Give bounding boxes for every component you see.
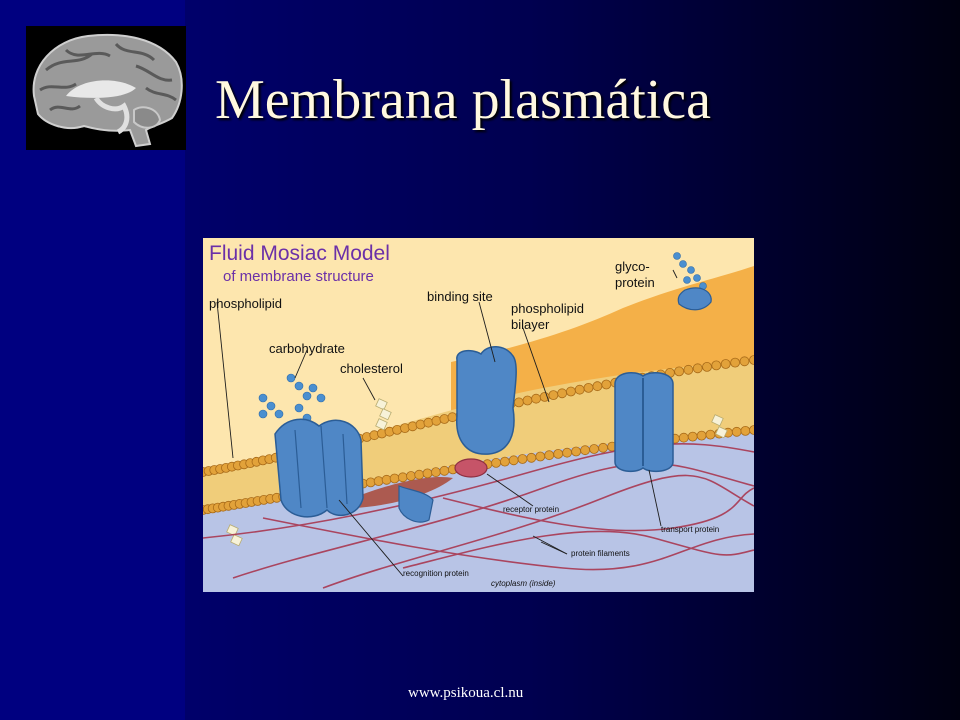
phospholipid-head [678, 432, 689, 443]
phospholipid-head [683, 364, 694, 375]
phospholipid-head [415, 419, 426, 430]
slide-title: Membrana plasmática [215, 69, 712, 131]
label-phospholipid: phospholipid [209, 296, 283, 311]
phospholipid-head [365, 477, 376, 488]
label-recognition-protein: recognition protein [403, 569, 469, 578]
label-cytoplasm: cytoplasm (inside) [491, 579, 556, 588]
phospholipid-head [705, 429, 716, 440]
label-receptor-protein: receptor protein [503, 505, 560, 514]
phospholipid-head [571, 446, 582, 457]
phospholipid-head [731, 426, 742, 437]
phospholipid-head [687, 431, 698, 442]
phospholipid-head [381, 474, 392, 485]
phospholipid-head [406, 471, 416, 481]
phospholipid-head [720, 359, 731, 369]
phospholipid-head [407, 421, 418, 432]
label-glycoprotein-line2: protein [615, 275, 655, 290]
label-carbohydrate: carbohydrate [269, 341, 345, 356]
phospholipid-head [544, 450, 555, 461]
phospholipid-head [583, 382, 594, 393]
phospholipid-head [730, 357, 740, 368]
phospholipid-head [739, 356, 750, 367]
label-glycoprotein-line1: glyco- [615, 259, 650, 274]
phospholipid-head [531, 393, 542, 404]
phospholipid-head [749, 355, 754, 365]
label-binding-site: binding site [427, 289, 493, 304]
phospholipid-head [535, 451, 546, 462]
phospholipid-head [517, 454, 528, 464]
phospholipid-head [397, 472, 408, 483]
label-phospholipid-bilayer-line1: phospholipid [511, 301, 585, 316]
label-phospholipid-bilayer-line2: bilayer [511, 317, 550, 332]
phospholipid-head [526, 452, 537, 463]
phospholipid-head [692, 363, 703, 374]
label-transport-protein: transport protein [661, 525, 720, 534]
phospholipid-head [389, 473, 400, 484]
phospholipid-head [414, 469, 425, 480]
phospholipid-head [553, 448, 564, 459]
figure-subtitle: of membrane structure [223, 268, 374, 285]
label-protein-filaments: protein filaments [571, 549, 630, 558]
phospholipid-head [740, 425, 751, 436]
phospholipid-head [422, 468, 433, 479]
phospholipid-head [491, 457, 502, 468]
phospholipid-head [574, 384, 585, 395]
phospholipid-head [565, 386, 576, 397]
phospholipid-head [580, 445, 591, 456]
phospholipid-head [447, 412, 458, 423]
phospholipid-head [439, 414, 450, 424]
phospholipid-head [674, 366, 685, 377]
phospholipid-head [373, 476, 384, 487]
phospholipid-head [439, 465, 450, 476]
figure-title: Fluid Mosiac Model [209, 242, 390, 265]
phospholipid-head [508, 455, 519, 466]
phospholipid-head [423, 417, 434, 428]
membrane-diagram: Fluid Mosiac Model of membrane structure… [203, 238, 754, 592]
footer-url: www.psikoua.cl.nu [408, 685, 524, 701]
phospholipid-head [522, 395, 533, 406]
phospholipid-head [562, 447, 573, 458]
phospholipid-head [598, 442, 609, 453]
phospholipid-head [696, 430, 707, 441]
label-cholesterol: cholesterol [340, 361, 403, 376]
phospholipid-head [749, 425, 754, 435]
phospholipid-head [430, 467, 441, 478]
phospholipid-head [431, 415, 442, 426]
brain-icon [26, 26, 186, 150]
phospholipid-head [592, 381, 603, 392]
phospholipid-head [711, 360, 722, 371]
phospholipid-head [548, 390, 559, 401]
phospholipid-head [589, 444, 600, 454]
phospholipid-head [702, 361, 712, 372]
phospholipid-head [557, 388, 568, 399]
phospholipid-head [499, 456, 510, 467]
phospholipid-head [601, 379, 612, 390]
phospholipid-head [513, 397, 524, 408]
